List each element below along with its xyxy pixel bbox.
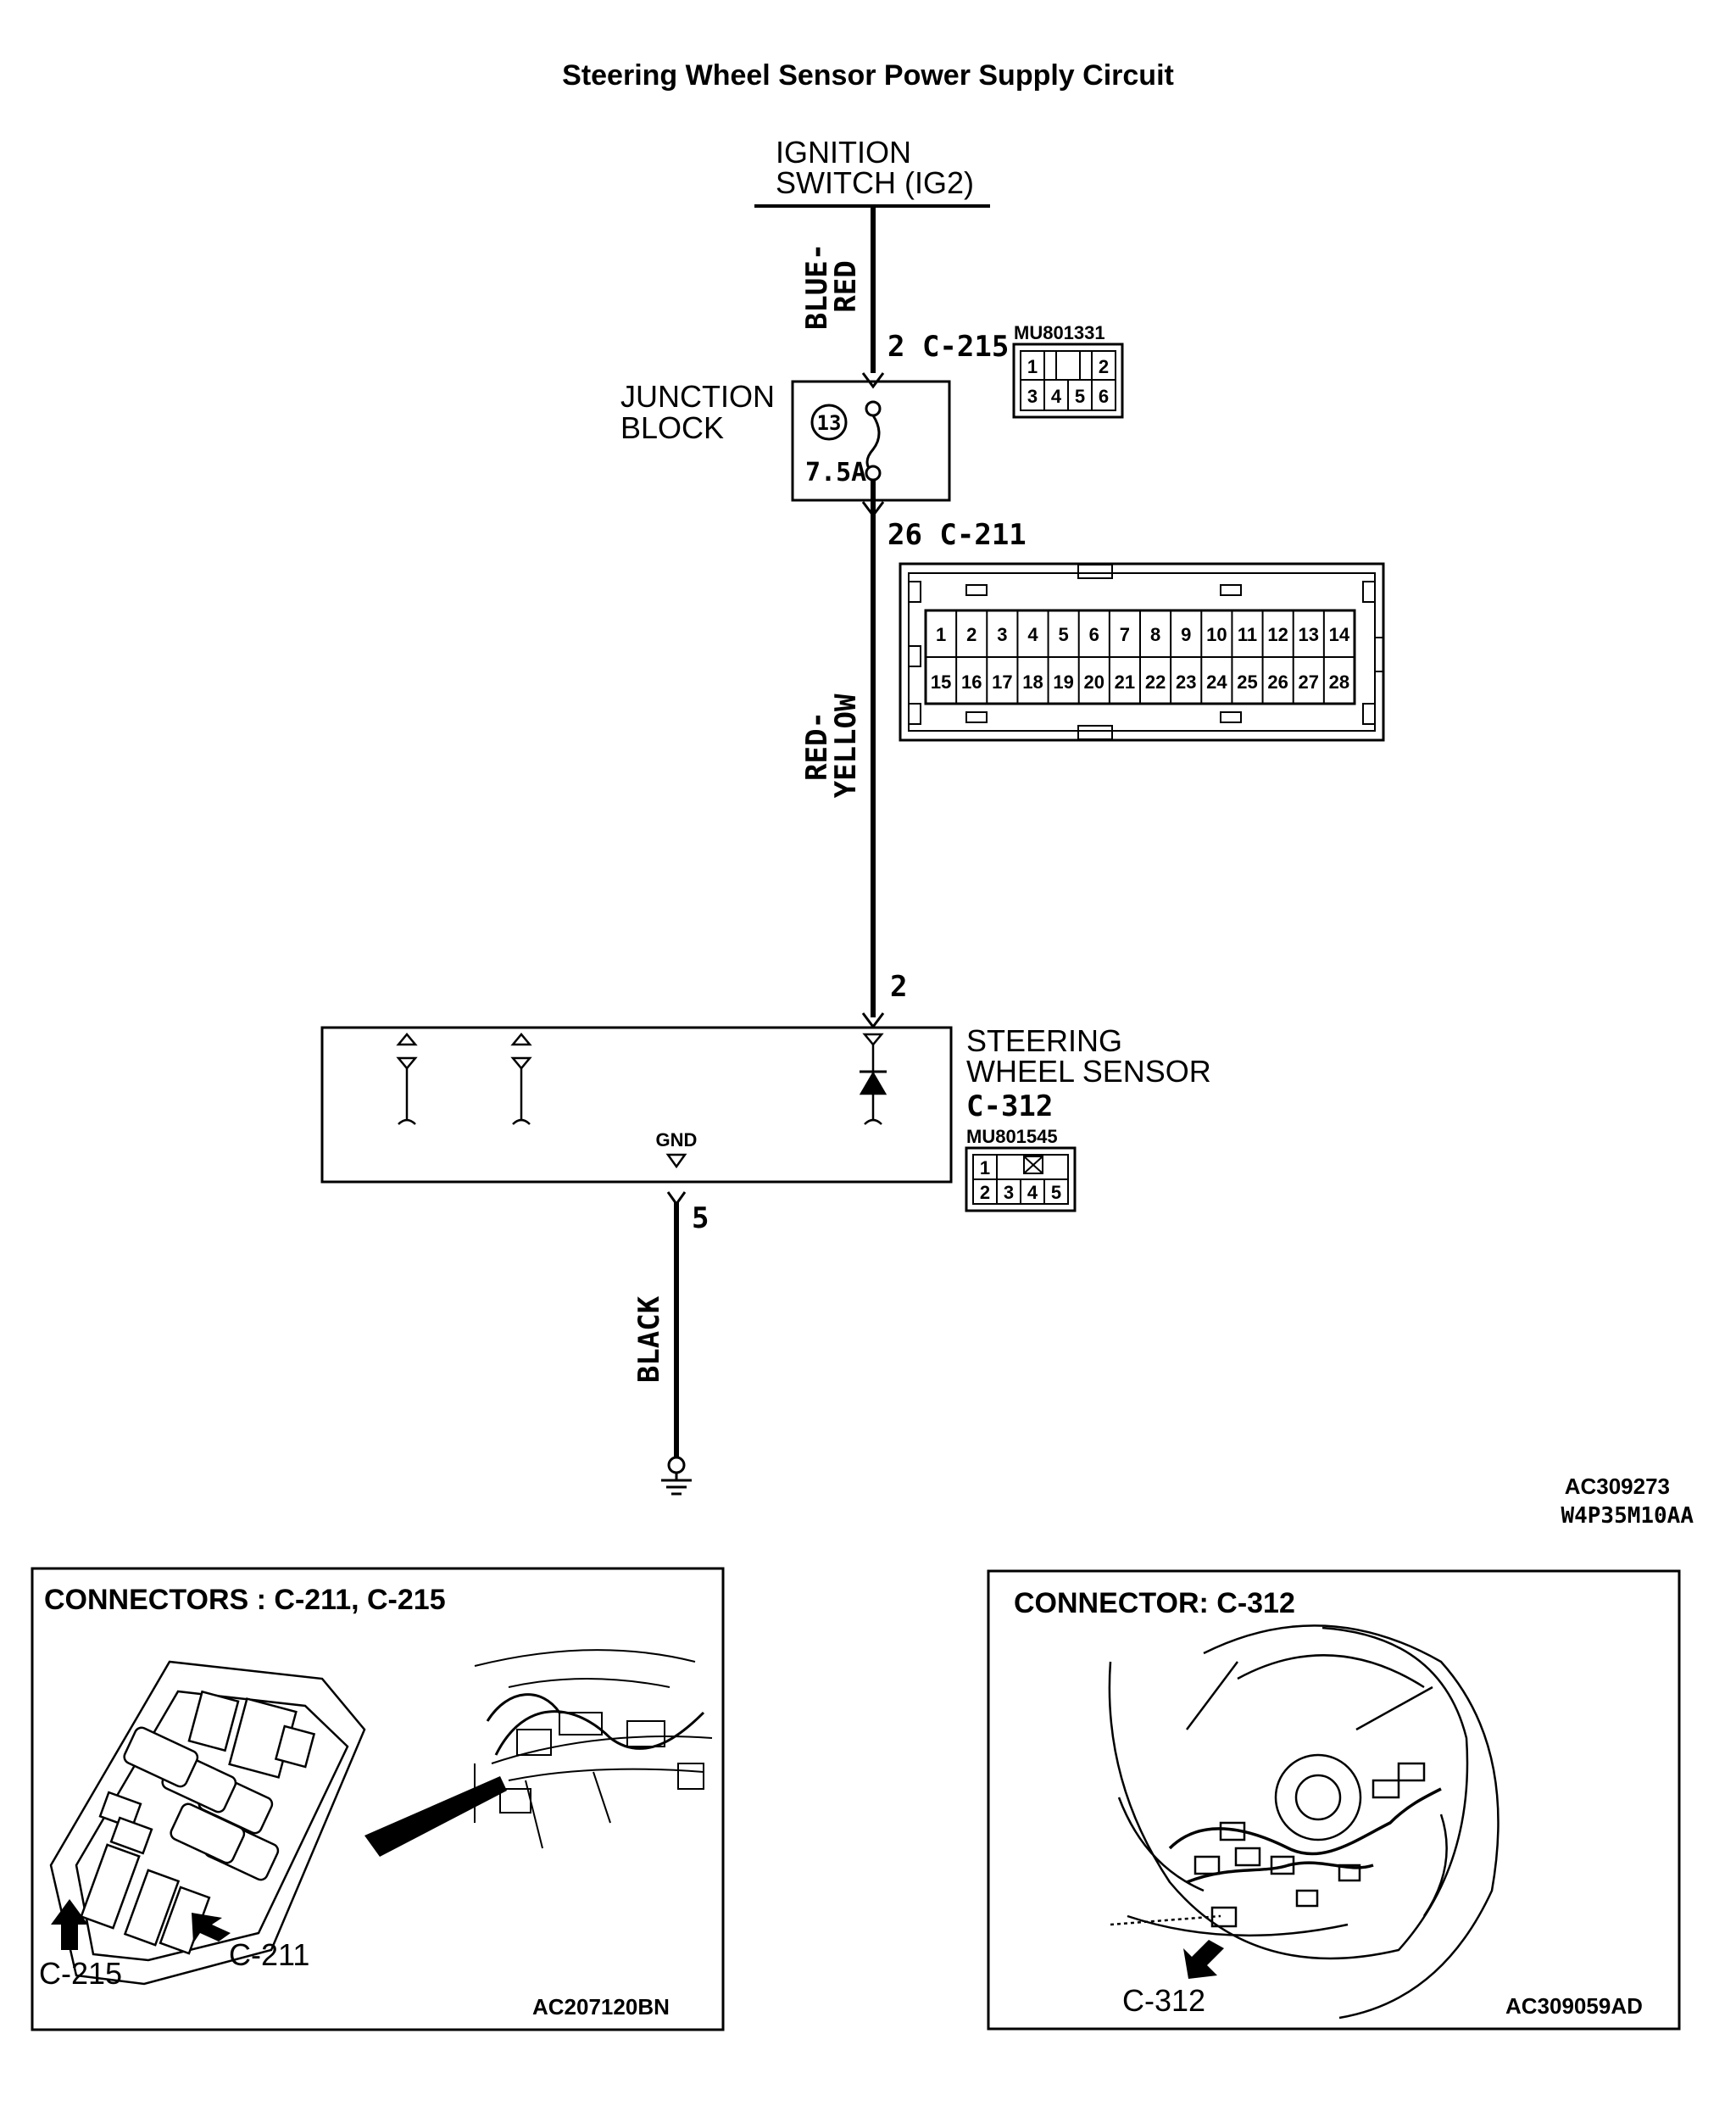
fuse-terminal bbox=[865, 400, 882, 417]
junction-block-illustration bbox=[49, 1660, 366, 1986]
right-panel-title: CONNECTOR: C-312 bbox=[1014, 1587, 1295, 1619]
left-connector-panel bbox=[31, 1567, 725, 2031]
steering-wheel-illustration bbox=[1108, 1624, 1500, 2020]
pointer-wedge bbox=[364, 1776, 507, 1857]
left-callout-c211: C-211 bbox=[229, 1937, 309, 1972]
c312-pin: 1 bbox=[980, 1157, 990, 1178]
c312-connector-face: 1 2 3 4 5 bbox=[965, 1146, 1077, 1212]
wire-label-yellow: YELLOW bbox=[829, 694, 863, 798]
ignition-label-1: IGNITION bbox=[776, 135, 911, 170]
c215-pin: 4 bbox=[1051, 386, 1062, 407]
c211-pin: 21 bbox=[1115, 671, 1135, 693]
c215-connector-face: 1 2 3 4 5 6 bbox=[1012, 343, 1124, 419]
arrow-icon bbox=[51, 1899, 88, 1950]
sensor-terminal-symbol bbox=[510, 1033, 532, 1125]
ref-code-2: W4P35M10AA bbox=[1561, 1503, 1694, 1529]
c312-pin: 3 bbox=[1004, 1182, 1014, 1203]
c211-pin: 8 bbox=[1150, 624, 1160, 645]
wire-label-blue: BLUE- bbox=[800, 243, 834, 330]
c211-pin: 9 bbox=[1181, 624, 1191, 645]
c211-pin: 7 bbox=[1120, 624, 1130, 645]
c215-pin: 5 bbox=[1075, 386, 1085, 407]
c211-pin: 15 bbox=[931, 671, 951, 693]
c211-pin: 3 bbox=[997, 624, 1007, 645]
dashboard-harness-illustration bbox=[474, 1649, 713, 1849]
c215-label: 2 C-215 bbox=[887, 330, 1009, 364]
c312-pin: 2 bbox=[980, 1182, 990, 1203]
connector-mark bbox=[861, 372, 885, 389]
c211-pin: 23 bbox=[1176, 671, 1196, 693]
junction-label-1: JUNCTION bbox=[620, 379, 775, 414]
sensor-label-1: STEERING bbox=[966, 1023, 1122, 1058]
gnd-pin-5: 5 bbox=[692, 1201, 709, 1235]
gnd-terminal-mark bbox=[665, 1153, 687, 1169]
c211-pin: 11 bbox=[1238, 624, 1257, 645]
diagram-title: Steering Wheel Sensor Power Supply Circu… bbox=[562, 59, 1174, 92]
c211-pin: 16 bbox=[961, 671, 982, 693]
right-connector-panel bbox=[987, 1569, 1681, 2031]
left-panel-code: AC207120BN bbox=[532, 1994, 670, 2020]
junction-label-2: BLOCK bbox=[620, 410, 724, 445]
right-callout-c312: C-312 bbox=[1122, 1983, 1205, 2018]
right-panel-code: AC309059AD bbox=[1505, 1993, 1643, 2019]
wire-label-black: BLACK bbox=[632, 1295, 666, 1383]
diode-icon bbox=[859, 1033, 887, 1125]
c211-pin: 4 bbox=[1027, 624, 1038, 645]
c215-pin: 1 bbox=[1027, 356, 1038, 377]
c211-pin: 24 bbox=[1206, 671, 1227, 693]
sensor-box bbox=[320, 1026, 953, 1184]
sensor-label-2: WHEEL SENSOR bbox=[966, 1054, 1211, 1089]
sensor-part-number: MU801545 bbox=[966, 1126, 1058, 1147]
c211-pin: 1 bbox=[936, 624, 946, 645]
fuse-number: 13 bbox=[817, 411, 842, 435]
connector-mark bbox=[666, 1191, 687, 1206]
sensor-connector-label: C-312 bbox=[966, 1089, 1053, 1123]
c211-label: 26 C-211 bbox=[887, 518, 1027, 552]
sensor-pin-2: 2 bbox=[890, 970, 907, 1004]
c211-pin: 2 bbox=[966, 624, 976, 645]
wire-label-red: RED- bbox=[800, 711, 834, 781]
c211-pin: 19 bbox=[1053, 671, 1073, 693]
fuse-rating: 7.5A bbox=[805, 458, 866, 488]
c312-pin: 5 bbox=[1051, 1182, 1061, 1203]
c211-pin: 26 bbox=[1267, 671, 1288, 693]
c211-pin: 6 bbox=[1089, 624, 1099, 645]
c211-pin: 18 bbox=[1022, 671, 1043, 693]
ground-icon bbox=[661, 1456, 692, 1496]
c215-part-number: MU801331 bbox=[1014, 322, 1105, 343]
arrow-icon bbox=[1183, 1940, 1224, 1979]
arrow-icon bbox=[192, 1913, 231, 1943]
fuse-terminal bbox=[865, 465, 882, 482]
c211-pin: 12 bbox=[1267, 624, 1288, 645]
sensor-terminal-symbol bbox=[396, 1033, 418, 1125]
c211-pin: 27 bbox=[1299, 671, 1319, 693]
c215-pin: 2 bbox=[1099, 356, 1109, 377]
c211-pin: 25 bbox=[1237, 671, 1257, 693]
c211-pin: 13 bbox=[1299, 624, 1319, 645]
ignition-label-2: SWITCH (IG2) bbox=[776, 165, 974, 200]
c215-pin: 3 bbox=[1027, 386, 1038, 407]
gnd-label: GND bbox=[656, 1129, 698, 1150]
c211-pin: 20 bbox=[1084, 671, 1104, 693]
ref-code-1: AC309273 bbox=[1565, 1474, 1670, 1499]
c211-pin: 17 bbox=[992, 671, 1012, 693]
c211-pin: 28 bbox=[1329, 671, 1349, 693]
left-panel-title: CONNECTORS : C-211, C-215 bbox=[44, 1584, 446, 1616]
c211-pin: 5 bbox=[1059, 624, 1069, 645]
fuse-number-circle bbox=[810, 404, 848, 441]
left-callout-c215: C-215 bbox=[39, 1956, 122, 1991]
c215-pin: 6 bbox=[1099, 386, 1109, 407]
wire-label-red: RED bbox=[829, 260, 863, 312]
fuse-icon bbox=[865, 415, 881, 475]
c312-pin: 4 bbox=[1027, 1182, 1038, 1203]
c211-pin: 22 bbox=[1145, 671, 1166, 693]
c211-pin: 10 bbox=[1206, 624, 1227, 645]
c211-pin: 14 bbox=[1329, 624, 1350, 645]
